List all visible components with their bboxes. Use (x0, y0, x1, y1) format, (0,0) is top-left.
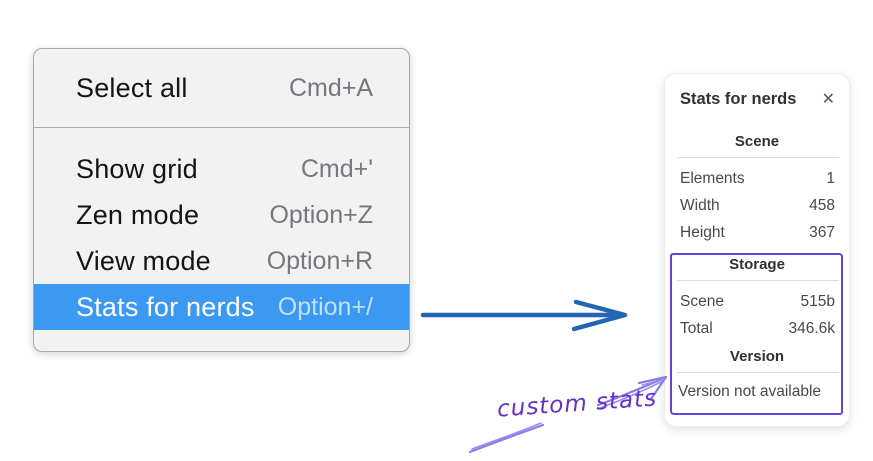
menu-item-shortcut: Option+R (266, 246, 373, 275)
menu-item-show-grid[interactable]: Show grid Cmd+' (34, 146, 409, 192)
stat-row-scene-size: Scene 515b (665, 288, 849, 315)
menu-item-stats-for-nerds[interactable]: Stats for nerds Option+/ (34, 284, 409, 330)
stat-value: 346.6k (788, 320, 835, 337)
stats-panel: Stats for nerds ✕ Scene Elements 1 Width… (664, 73, 850, 427)
flow-arrow-icon (420, 299, 628, 332)
stat-value: 367 (809, 224, 835, 241)
stat-label: Total (680, 320, 713, 337)
section-divider (677, 280, 839, 281)
stats-panel-header: Stats for nerds ✕ (665, 74, 849, 109)
stats-panel-title: Stats for nerds (680, 90, 797, 108)
annotation-arrow-icon (468, 375, 668, 454)
section-heading: Scene (734, 133, 780, 150)
menu-item-shortcut: Cmd+A (288, 73, 373, 102)
stat-row-height: Height 367 (665, 219, 849, 246)
menu-divider (34, 127, 409, 128)
menu-item-select-all[interactable]: Select all Cmd+A (34, 65, 409, 111)
menu-item-label: Select all (76, 72, 188, 103)
stat-value: 515b (800, 293, 835, 310)
menu-item-shortcut: Option+Z (269, 200, 373, 229)
stat-row-elements: Elements 1 (665, 165, 849, 192)
stat-row-total-size: Total 346.6k (665, 315, 849, 342)
version-note: Version not available (678, 383, 822, 400)
stat-value: 458 (809, 197, 835, 214)
stats-section-storage: Storage Scene 515b Total 346.6k (665, 255, 849, 342)
menu-item-label: Show grid (76, 153, 198, 184)
section-heading: Version (729, 348, 785, 365)
stats-section-version: Version Version not available (665, 347, 849, 404)
stats-section-scene: Scene Elements 1 Width 458 Height 367 (665, 132, 849, 246)
menu-item-shortcut: Cmd+' (300, 154, 373, 183)
menu-item-view-mode[interactable]: View mode Option+R (34, 238, 409, 284)
stat-label: Elements (680, 170, 745, 187)
context-menu: Select all Cmd+A Show grid Cmd+' Zen mod… (33, 48, 410, 352)
menu-item-shortcut: Option+/ (277, 292, 373, 321)
stat-label: Scene (680, 293, 724, 310)
stat-label: Width (680, 197, 720, 214)
close-icon[interactable]: ✕ (821, 90, 835, 108)
stat-row-width: Width 458 (665, 192, 849, 219)
section-divider (677, 157, 839, 158)
menu-item-label: Stats for nerds (76, 291, 255, 322)
menu-item-zen-mode[interactable]: Zen mode Option+Z (34, 192, 409, 238)
menu-group-top: Select all Cmd+A (34, 49, 409, 127)
menu-item-label: View mode (76, 245, 211, 276)
section-divider (677, 372, 839, 373)
stat-label: Height (680, 224, 725, 241)
stat-value: 1 (826, 170, 835, 187)
menu-group-bottom: Show grid Cmd+' Zen mode Option+Z View m… (34, 128, 409, 351)
menu-item-label: Zen mode (76, 199, 200, 230)
section-heading: Storage (729, 256, 785, 273)
